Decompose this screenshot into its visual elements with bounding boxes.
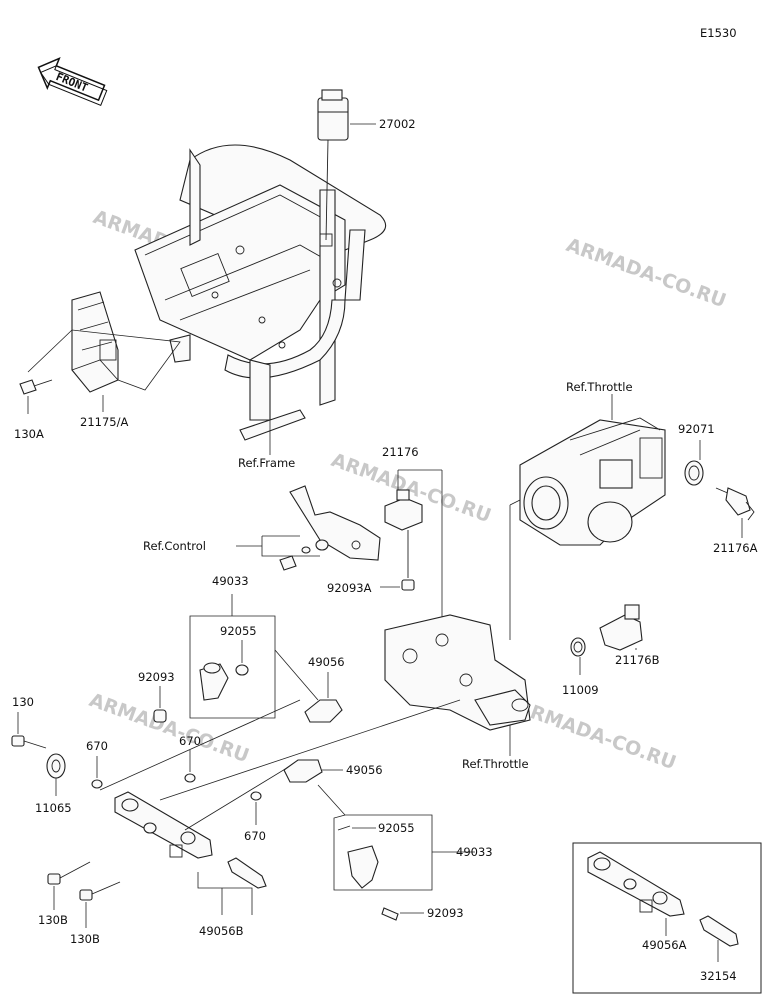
part-670-oring-c[interactable] bbox=[250, 791, 262, 801]
watermark-5: ARMADA-CO.RU bbox=[513, 696, 679, 774]
callout-11065: 11065 bbox=[35, 801, 72, 815]
callout-ref-throttle-bottom: Ref.Throttle bbox=[462, 757, 529, 771]
delivery-pipe bbox=[114, 791, 213, 859]
control-bracket bbox=[279, 485, 381, 571]
watermark-4: ARMADA-CO.RU bbox=[86, 689, 252, 767]
callout-49056-lower: 49056 bbox=[346, 763, 383, 777]
part-92071-seal[interactable] bbox=[684, 460, 704, 486]
part-130b-bolt-2[interactable] bbox=[79, 881, 121, 901]
part-11065-cushion[interactable] bbox=[46, 753, 66, 779]
callout-92093a: 92093A bbox=[327, 581, 372, 595]
part-21176b-sensor[interactable] bbox=[599, 604, 643, 651]
frame-assembly bbox=[134, 144, 387, 441]
part-21176a-sensor[interactable] bbox=[715, 487, 755, 521]
callout-11009: 11009 bbox=[562, 683, 599, 697]
callout-92093-lower: 92093 bbox=[427, 906, 464, 920]
throttle-body bbox=[519, 417, 666, 546]
callout-27002: 27002 bbox=[379, 117, 416, 131]
diagram-code: E1530 bbox=[700, 26, 737, 40]
callout-92071: 92071 bbox=[678, 422, 715, 436]
part-21176-sensor[interactable] bbox=[384, 489, 423, 578]
callout-130: 130 bbox=[12, 695, 34, 709]
callout-32154: 32154 bbox=[700, 969, 737, 983]
part-92093a-nut[interactable] bbox=[401, 579, 415, 591]
part-92093-cap-lower[interactable] bbox=[381, 907, 399, 921]
front-arrow: FRONT bbox=[37, 57, 108, 107]
part-49033-injector-upper[interactable] bbox=[199, 662, 229, 701]
part-49056a-delivery-pipe[interactable] bbox=[587, 851, 685, 917]
callout-21175a: 21175/A bbox=[80, 415, 128, 429]
callout-49033-upper: 49033 bbox=[212, 574, 249, 588]
callout-670-a: 670 bbox=[86, 739, 108, 753]
part-130b-bolt-1[interactable] bbox=[47, 861, 91, 885]
part-92055-oring-lower[interactable] bbox=[337, 825, 351, 831]
callout-21176a: 21176A bbox=[713, 541, 758, 555]
watermark-2: ARMADA-CO.RU bbox=[563, 234, 729, 312]
part-49056-injector-upper[interactable] bbox=[304, 699, 343, 723]
callout-670-b: 670 bbox=[179, 734, 201, 748]
callout-ref-control: Ref.Control bbox=[143, 539, 206, 553]
callout-21176b: 21176B bbox=[615, 653, 660, 667]
part-27002-relay[interactable] bbox=[317, 89, 349, 247]
part-670-oring-a[interactable] bbox=[91, 779, 103, 789]
part-11009-oring[interactable] bbox=[570, 637, 586, 657]
callout-ref-frame: Ref.Frame bbox=[238, 456, 295, 470]
part-49033-injector-lower[interactable] bbox=[347, 845, 379, 889]
callout-49056a: 49056A bbox=[642, 938, 687, 952]
callout-130b-1: 130B bbox=[38, 913, 68, 927]
callout-49056-upper: 49056 bbox=[308, 655, 345, 669]
part-130-bolt[interactable] bbox=[11, 735, 47, 749]
inset-box: 49056A 32154 bbox=[572, 842, 762, 994]
callout-670-c: 670 bbox=[244, 829, 266, 843]
part-670-oring-b[interactable] bbox=[184, 773, 196, 783]
callout-49056b: 49056B bbox=[199, 924, 244, 938]
part-49056b-pipe[interactable] bbox=[227, 857, 267, 889]
callout-21176: 21176 bbox=[382, 445, 419, 459]
part-49056-injector-lower[interactable] bbox=[283, 759, 323, 783]
part-92093-cap-upper[interactable] bbox=[153, 709, 167, 723]
callout-130a: 130A bbox=[14, 427, 44, 441]
callout-92093-upper: 92093 bbox=[138, 670, 175, 684]
callout-92055-lower: 92055 bbox=[378, 821, 415, 835]
callout-92055-upper: 92055 bbox=[220, 624, 257, 638]
part-21175a-ecu[interactable] bbox=[71, 291, 119, 393]
part-130a-bolt[interactable] bbox=[19, 379, 53, 395]
callout-130b-2: 130B bbox=[70, 932, 100, 946]
callout-49033-lower: 49033 bbox=[456, 845, 493, 859]
callout-ref-throttle-top: Ref.Throttle bbox=[566, 380, 633, 394]
part-92055-oring-upper[interactable] bbox=[235, 664, 249, 676]
intake-manifold bbox=[384, 614, 531, 731]
part-32154-pipe[interactable] bbox=[699, 915, 739, 947]
